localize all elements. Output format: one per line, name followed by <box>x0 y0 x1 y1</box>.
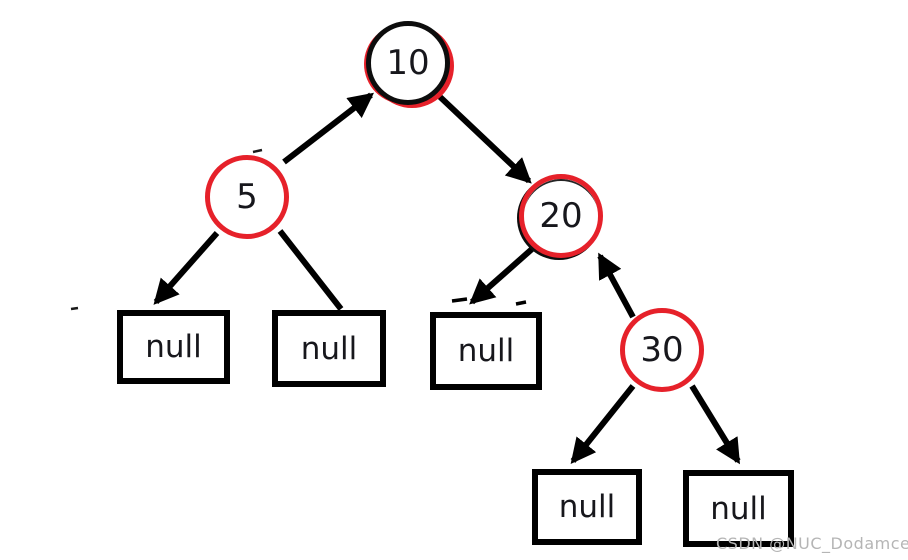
stray-mark-left-of-null-1 <box>70 306 79 311</box>
tree-node-10: 10 <box>366 21 450 105</box>
null-leaf-4-label: null <box>558 489 616 525</box>
edge-30-to-null-4 <box>570 384 636 464</box>
tree-node-10-label: 10 <box>386 43 430 83</box>
edge-10-to-20 <box>435 92 532 184</box>
edge-5-to-10 <box>282 92 374 165</box>
null-leaf-box-5: null <box>683 470 794 547</box>
tree-node-30: 30 <box>620 308 704 392</box>
null-leaf-box-3: null <box>430 312 542 390</box>
csdn-watermark: CSDN @NUC_Dodamce <box>716 534 908 553</box>
tree-node-30-label: 30 <box>640 330 684 370</box>
stray-mark-above-node-5 <box>252 148 263 154</box>
edge-30-to-null-5 <box>689 384 741 465</box>
null-leaf-5-label: null <box>710 490 767 527</box>
stray-mark-above-null-3-left <box>451 297 468 303</box>
tree-node-5: 5 <box>205 155 289 239</box>
null-leaf-1-label: null <box>145 329 202 365</box>
tree-node-5-label: 5 <box>236 177 258 217</box>
tree-node-20-label: 20 <box>539 196 583 236</box>
null-leaf-box-4: null <box>532 469 642 545</box>
null-leaf-3-label: null <box>457 333 515 369</box>
edge-5-to-null-2 <box>277 229 344 311</box>
tree-node-20: 20 <box>519 174 603 258</box>
edge-20-to-null-3 <box>469 246 534 305</box>
edge-30-to-20 <box>597 252 636 319</box>
stray-mark-above-null-3-right <box>515 300 527 306</box>
null-leaf-2-label: null <box>300 330 358 367</box>
null-leaf-box-1: null <box>117 310 230 384</box>
null-leaf-box-2: null <box>272 310 386 387</box>
edge-5-to-null-1 <box>153 231 220 305</box>
